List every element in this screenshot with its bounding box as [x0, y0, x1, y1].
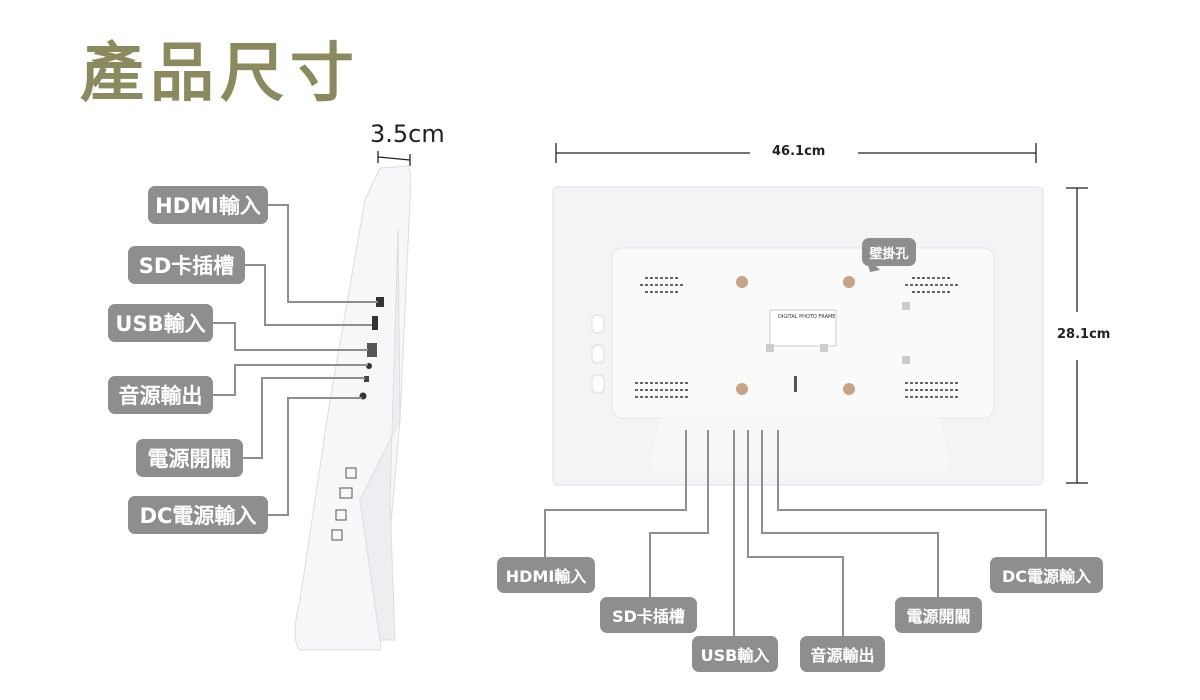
- back-label-dc: DC電源輸入: [990, 557, 1103, 593]
- page-title: 產品尺寸: [80, 37, 360, 111]
- side-label-dc: DC電源輸入: [128, 496, 268, 534]
- back-label-audio: 音源輸出: [800, 636, 885, 672]
- back-view-frame: DIGITAL PHOTO FRAME: [552, 186, 1044, 486]
- device-label: DIGITAL PHOTO FRAME: [778, 314, 835, 320]
- leader-lines: [213, 204, 1047, 636]
- back-label-hdmi: HDMI輸入: [497, 557, 595, 593]
- side-label-usb: USB輸入: [108, 304, 213, 342]
- height-dimension: 28.1cm: [1057, 327, 1111, 342]
- depth-dimension: 3.5cm: [370, 120, 445, 148]
- side-label-power-switch: 電源開關: [136, 439, 243, 477]
- dimension-lines: [377, 143, 1088, 484]
- back-label-usb: USB輸入: [692, 636, 778, 672]
- back-label-power-switch: 電源開關: [895, 597, 982, 633]
- back-label-sd: SD卡插槽: [600, 597, 697, 633]
- side-label-sd: SD卡插槽: [128, 246, 245, 284]
- side-label-audio: 音源輸出: [108, 376, 213, 414]
- side-label-hdmi: HDMI輸入: [148, 186, 268, 224]
- width-dimension: 46.1cm: [772, 144, 826, 159]
- wall-mount-label: 壁掛孔: [862, 238, 916, 266]
- side-view-frame: [294, 165, 412, 651]
